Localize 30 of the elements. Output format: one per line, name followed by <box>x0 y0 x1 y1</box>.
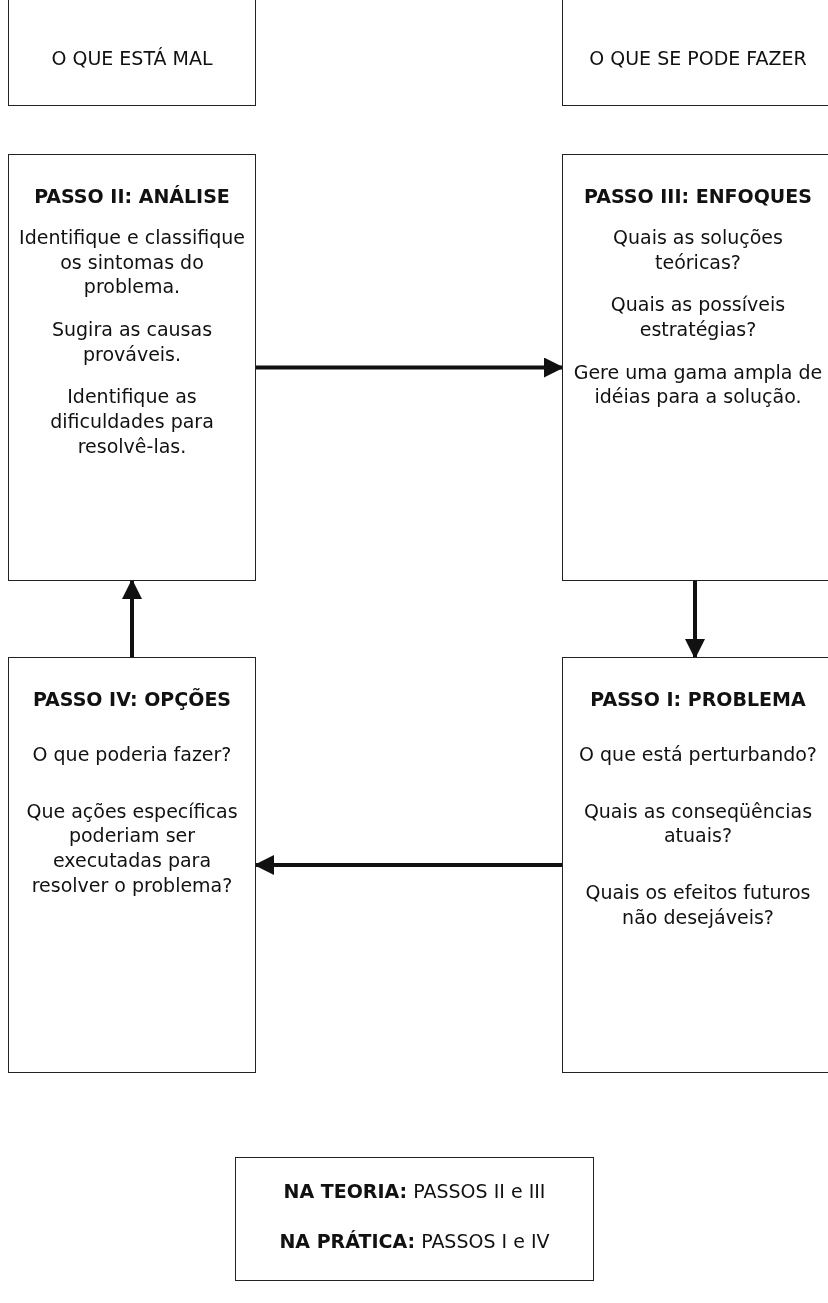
arrow <box>256 357 564 378</box>
column-heading: O QUE ESTÁ MAL <box>51 46 213 69</box>
step-question: Sugira as causas prováveis. <box>50 317 214 367</box>
step-question: Quais as soluções teóricas? <box>612 225 784 275</box>
column-header-box <box>562 0 828 106</box>
step-heading: PASSO III: ENFOQUES <box>584 185 812 207</box>
arrow <box>685 581 705 659</box>
step-box <box>8 657 256 1073</box>
step-question: Identifique e classifique os sintomas do problema. <box>19 225 245 300</box>
summary-box <box>235 1157 594 1281</box>
step-box <box>8 154 256 581</box>
step-question: Quais os efeitos futuros não desejáveis? <box>584 880 812 930</box>
step-question: Quais as possíveis estratégias? <box>609 292 787 342</box>
column-header-box <box>8 0 256 106</box>
step-question: O que está perturbando? <box>579 742 817 767</box>
step-question: Quais as conseqüências atuais? <box>582 798 814 849</box>
step-heading: PASSO I: PROBLEMA <box>590 688 806 710</box>
column-heading: O QUE SE PODE FAZER <box>589 46 807 69</box>
arrow <box>122 579 142 657</box>
step-box <box>562 154 828 581</box>
step-question: Identifique as dificuldades para resolvê-las. <box>49 384 215 459</box>
step-question: Gere uma gama ampla de idéias para a solução. <box>573 359 823 410</box>
step-question: O que poderia fazer? <box>32 742 232 767</box>
summary-text: NA TEORIA: PASSOS II e III <box>283 1180 546 1202</box>
step-box <box>562 657 828 1073</box>
summary-text: NA PRÁTICA: PASSOS I e IV <box>279 1230 550 1252</box>
step-heading: PASSO II: ANÁLISE <box>34 185 230 207</box>
arrow <box>254 855 562 875</box>
step-heading: PASSO IV: OPÇÕES <box>32 688 232 710</box>
step-question: Que ações específicas poderiam ser executadas para resolver o problema? <box>25 798 239 898</box>
